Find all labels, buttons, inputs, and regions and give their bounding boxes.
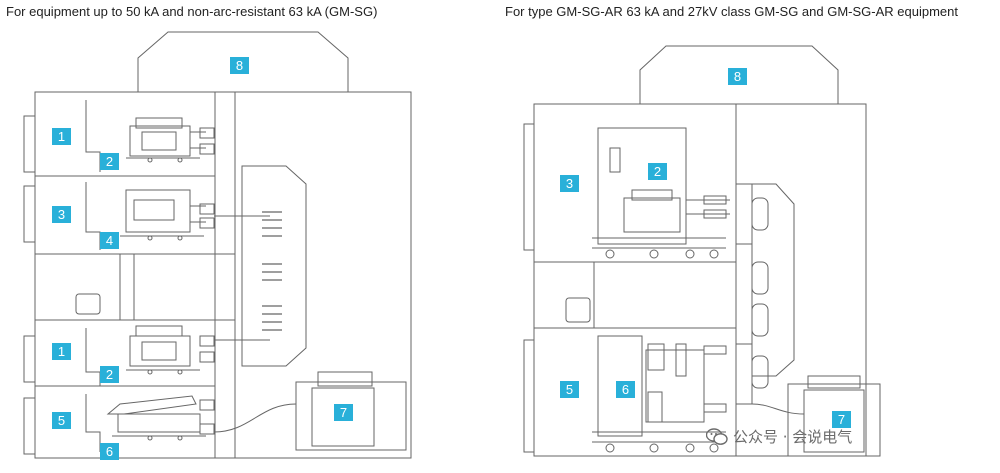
watermark: 公众号 · 会说电气 (706, 426, 852, 447)
label-8: 8 (728, 68, 747, 85)
svg-text:3: 3 (58, 207, 65, 222)
right-bushings (735, 183, 795, 405)
label-2: 2 (100, 153, 119, 170)
svg-text:8: 8 (734, 69, 741, 84)
right-switchgear (523, 45, 881, 457)
svg-text:2: 2 (106, 154, 113, 169)
number-labels: 1 2 3 4 1 2 5 6 (52, 57, 851, 460)
label-6: 6 (616, 381, 635, 398)
label-5: 5 (560, 381, 579, 398)
label-1: 1 (52, 128, 71, 145)
label-4: 4 (100, 232, 119, 249)
svg-text:2: 2 (654, 164, 661, 179)
svg-text:4: 4 (106, 233, 113, 248)
label-1: 1 (52, 343, 71, 360)
caption-left: For equipment up to 50 kA and non-arc-re… (6, 4, 378, 19)
svg-text:3: 3 (566, 176, 573, 191)
label-3: 3 (560, 175, 579, 192)
left-switchgear (23, 31, 412, 459)
svg-text:7: 7 (838, 412, 845, 427)
caption-right: For type GM-SG-AR 63 kA and 27kV class G… (505, 4, 958, 19)
label-8: 8 (230, 57, 249, 74)
left-breaker-upper (126, 117, 215, 163)
label-6: 6 (100, 443, 119, 460)
svg-text:5: 5 (58, 413, 65, 428)
svg-text:6: 6 (622, 382, 629, 397)
svg-text:2: 2 (106, 367, 113, 382)
label-2: 2 (100, 366, 119, 383)
left-breaker-4 (120, 189, 215, 241)
label-3: 3 (52, 206, 71, 223)
right-control-cabinet (787, 383, 881, 457)
left-enclosure (34, 91, 412, 459)
svg-text:8: 8 (236, 58, 243, 73)
right-breaker-lower (592, 335, 727, 453)
left-breaker-6 (106, 395, 215, 441)
right-enclosure (533, 103, 867, 457)
wechat-icon (706, 427, 728, 445)
svg-text:1: 1 (58, 129, 65, 144)
label-5: 5 (52, 412, 71, 429)
viewing-window (565, 297, 591, 323)
label-7: 7 (832, 411, 851, 428)
left-control-cabinet (295, 381, 407, 451)
right-breaker-upper (592, 127, 730, 259)
left-cable-compartment (241, 165, 307, 367)
svg-text:5: 5 (566, 382, 573, 397)
label-7: 7 (334, 404, 353, 421)
label-2: 2 (648, 163, 667, 180)
svg-text:1: 1 (58, 344, 65, 359)
watermark-text: 公众号 · 会说电气 (733, 428, 853, 446)
svg-text:7: 7 (340, 405, 347, 420)
svg-text:6: 6 (106, 444, 113, 459)
viewing-window (75, 293, 101, 315)
left-breaker-lower (126, 325, 215, 375)
